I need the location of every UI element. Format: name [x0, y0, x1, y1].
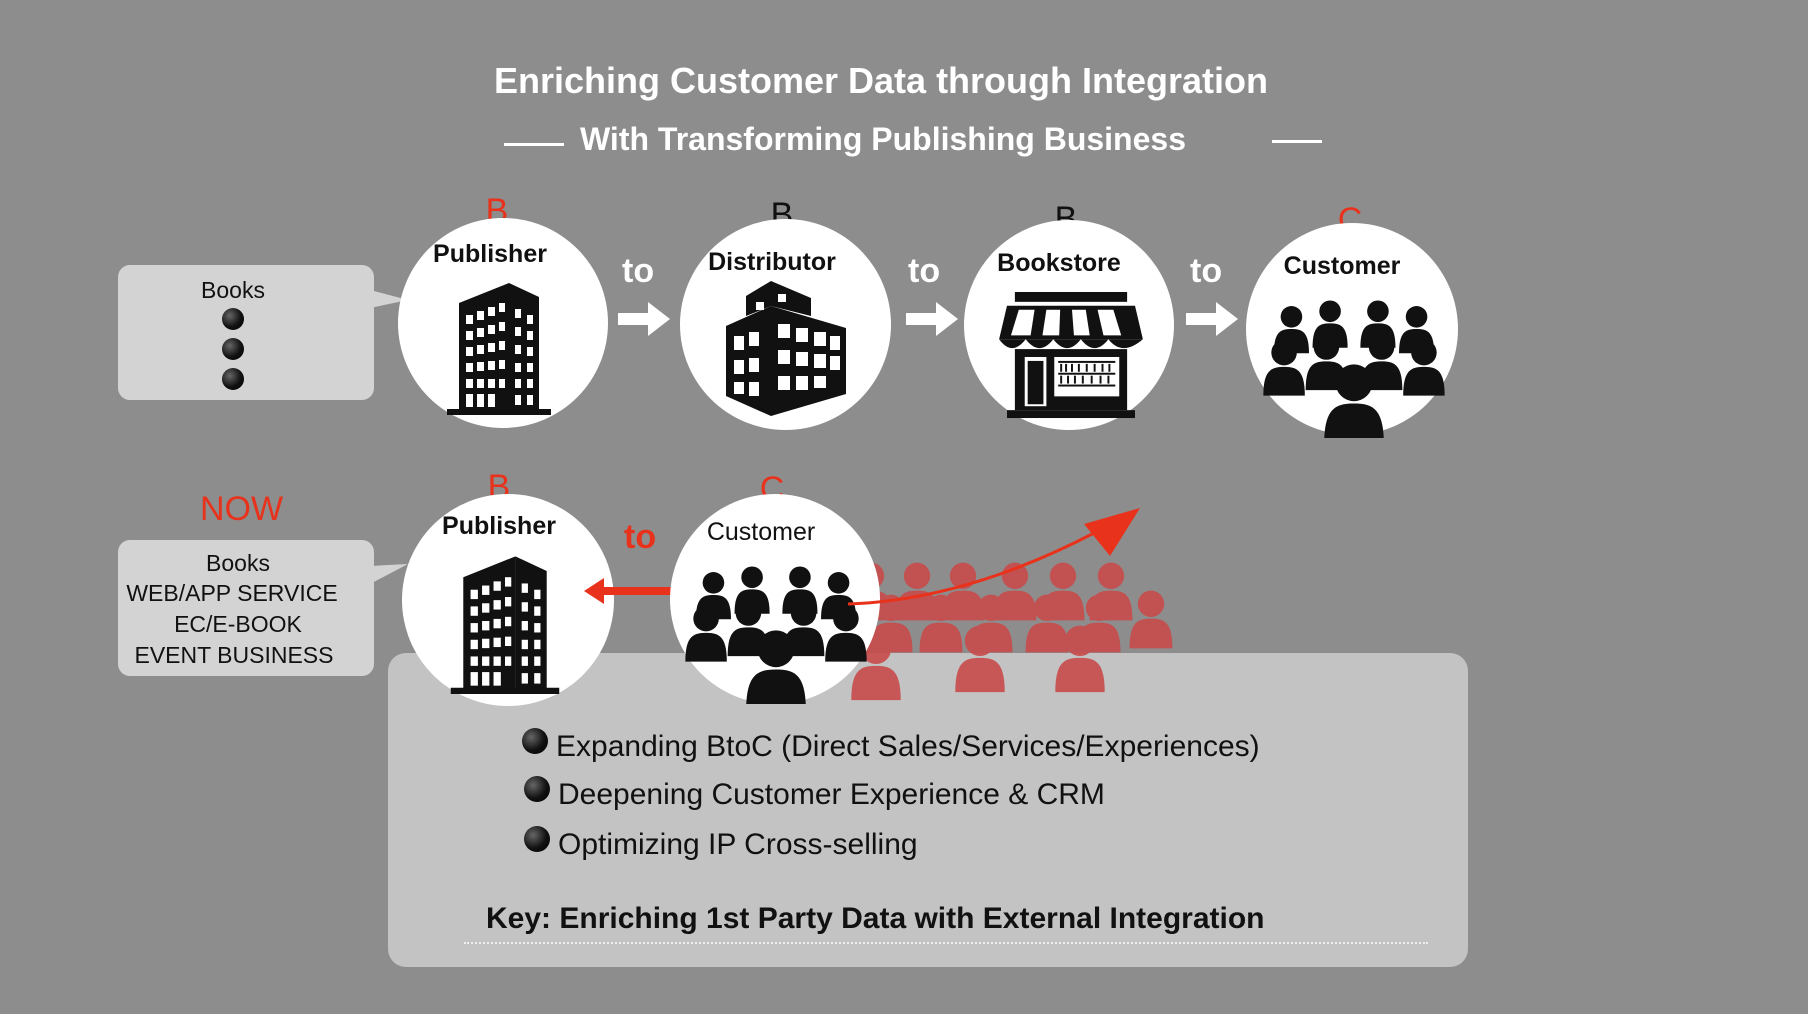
arrow-right-icon: [618, 302, 670, 336]
node-label: Publisher: [442, 512, 556, 540]
node-label: Customer: [706, 518, 816, 546]
connector-to: to: [622, 252, 655, 290]
arrow-right-icon: [906, 302, 958, 336]
dotted-divider: [464, 942, 1428, 944]
title-dash-left: [504, 143, 564, 146]
subtitle: With Transforming Publishing Business: [580, 121, 1186, 157]
office-building-icon: [434, 275, 564, 415]
bullet-icon: [522, 728, 548, 754]
books-callout: Books: [118, 265, 374, 400]
panel-bullet: Expanding BtoC (Direct Sales/Services/Ex…: [522, 728, 1260, 764]
storefront-icon: [992, 292, 1150, 420]
growth-arrow-icon: [847, 508, 1140, 606]
node-label: Distributor: [708, 248, 836, 276]
node-label: Bookstore: [997, 249, 1121, 277]
services-line: Books: [206, 550, 270, 576]
connector-to: to: [624, 518, 657, 556]
key-message: Key: Enriching 1st Party Data with Exter…: [486, 902, 1265, 935]
panel-bullet: Optimizing IP Cross-selling: [524, 826, 918, 862]
connector-to: to: [1190, 252, 1223, 290]
warehouse-building-icon: [716, 276, 856, 426]
node-label: Publisher: [433, 240, 547, 268]
panel-bullet: Deepening Customer Experience & CRM: [524, 776, 1105, 812]
bullet-text: Optimizing IP Cross-selling: [558, 828, 918, 861]
bullet-text: Deepening Customer Experience & CRM: [558, 778, 1105, 811]
node-label: Customer: [1283, 252, 1401, 280]
callout-bullet-icon: [222, 338, 244, 360]
services-callout: Books WEB/APP SERVICE EC/E-BOOK EVENT BU…: [118, 540, 374, 676]
books-callout-label: Books: [201, 277, 265, 303]
crowd-icon: [684, 566, 868, 704]
now-tag: NOW: [200, 490, 284, 528]
main-title: Enriching Customer Data through Integrat…: [494, 60, 1269, 101]
bullet-icon: [524, 826, 550, 852]
callout-bullet-icon: [222, 308, 244, 330]
bidirectional-arrow-icon: [584, 578, 696, 604]
callout-pointer: [370, 290, 408, 308]
connector-to: to: [908, 252, 941, 290]
callout-pointer: [370, 564, 408, 584]
crowd-icon: [1262, 300, 1446, 438]
office-building-icon: [440, 548, 570, 694]
bullet-text: Expanding BtoC (Direct Sales/Services/Ex…: [556, 730, 1260, 763]
title-dash-right: [1272, 140, 1322, 143]
services-line: WEB/APP SERVICE: [126, 580, 338, 606]
services-line: EC/E-BOOK: [174, 611, 302, 637]
services-line: EVENT BUSINESS: [134, 642, 334, 668]
bullet-icon: [524, 776, 550, 802]
arrow-right-icon: [1186, 302, 1238, 336]
summary-panel: [388, 653, 1468, 967]
callout-bullet-icon: [222, 368, 244, 390]
